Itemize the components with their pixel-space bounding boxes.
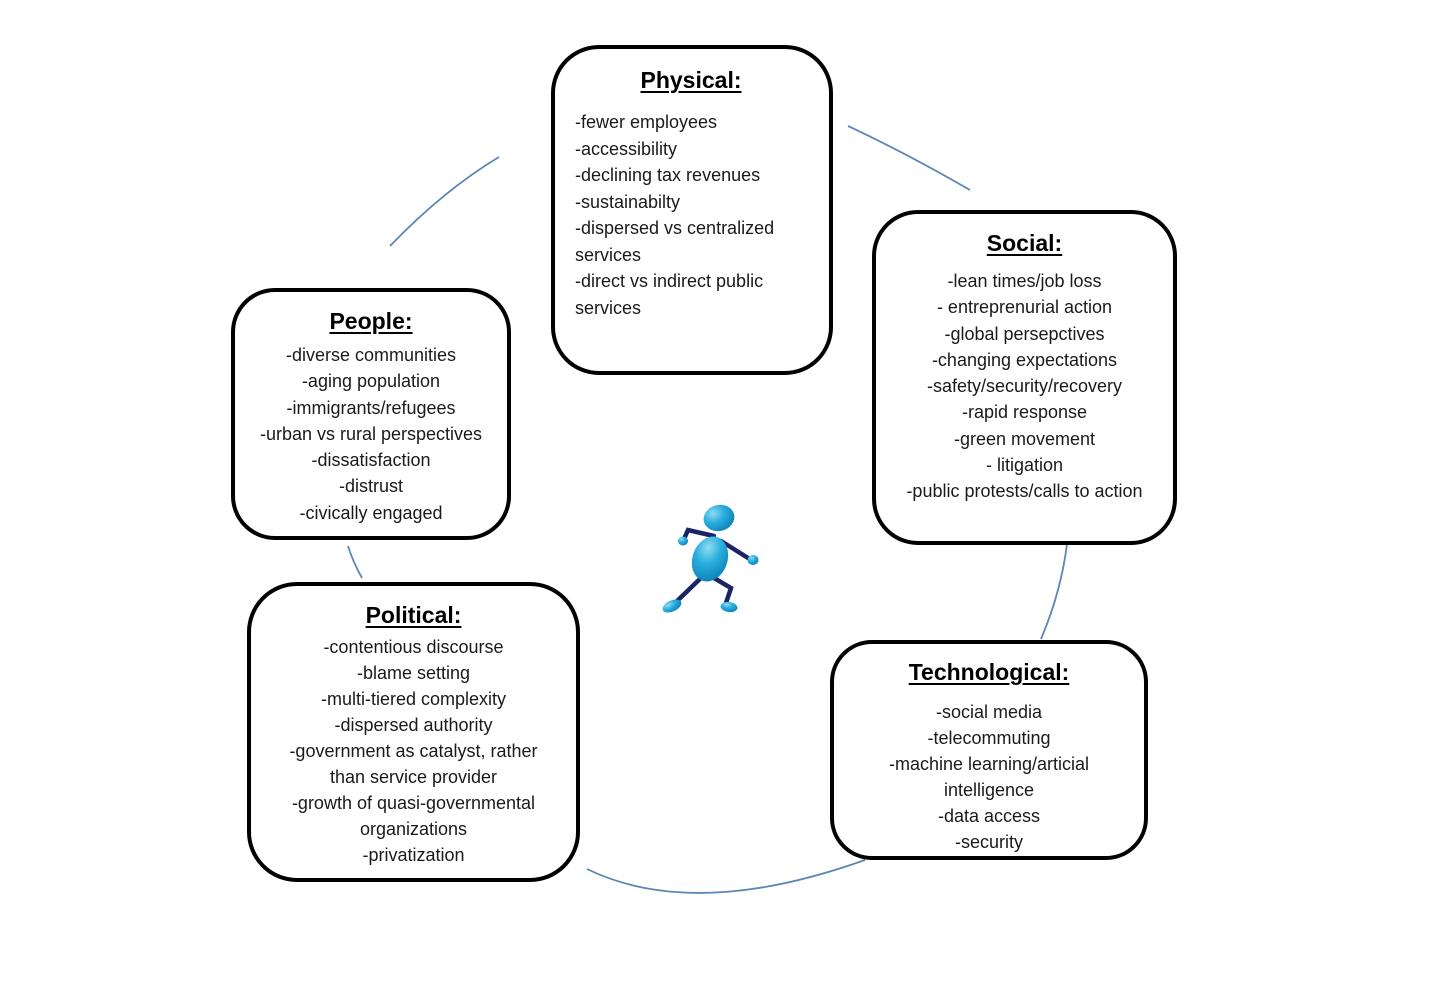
list-item: -fewer employees <box>575 112 718 132</box>
connector-arc-top-left <box>389 156 500 247</box>
list-item: -changing expectations <box>931 349 1118 370</box>
figure-left-arm <box>681 527 717 542</box>
list-item: -accessibility <box>575 138 678 159</box>
list-item: -dispersed authority <box>334 715 493 735</box>
list-item: -immigrants/refugees <box>286 397 456 418</box>
list-item: -security <box>954 832 1023 852</box>
list-item: -multi-tiered complexity <box>320 689 507 709</box>
list-item: -growth of quasi-governmental organizati… <box>291 793 536 839</box>
box-people-items: -diverse communities -aging population -… <box>245 342 497 526</box>
box-technological-title: Technological: <box>908 659 1070 685</box>
box-physical-title: Physical: <box>640 67 742 93</box>
figure-limbs <box>673 527 751 606</box>
box-technological-items: -social media -telecommuting -machine le… <box>854 699 1124 855</box>
circle-connectors <box>347 125 1068 894</box>
figure-right-arm <box>718 538 751 561</box>
box-social-items: -lean times/job loss - entreprenurial ac… <box>900 268 1149 505</box>
list-item: -machine learning/articial intelligence <box>888 754 1090 800</box>
box-physical: Physical: -fewer employees -accessibilit… <box>551 45 833 375</box>
box-technological: Technological: -social media -telecommut… <box>830 640 1148 860</box>
box-physical-items: -fewer employees -accessibility -declini… <box>575 109 807 321</box>
figure-right-hand <box>747 555 759 565</box>
figure-right-foot <box>720 601 738 613</box>
list-item: -green movement <box>953 428 1096 449</box>
box-political: Political: -contentious discourse -blame… <box>247 582 580 882</box>
list-item: -global persepctives <box>944 323 1105 344</box>
connector-arc-bottom <box>586 859 866 894</box>
list-item: -declining tax revenues <box>575 165 761 185</box>
box-people-title: People: <box>329 308 413 334</box>
box-social: Social: -lean times/job loss - entrepren… <box>872 210 1177 545</box>
connector-arc-left <box>347 545 363 579</box>
figure-left-hand <box>678 536 688 546</box>
list-item: -telecommuting <box>927 728 1051 748</box>
list-item: -aging population <box>301 371 441 392</box>
list-item: -safety/security/recovery <box>926 376 1123 397</box>
list-item: -distrust <box>338 476 403 497</box>
list-item: -diverse communities <box>285 345 457 365</box>
figure-left-leg <box>673 573 706 605</box>
list-item: -direct vs indirect public services <box>575 271 764 318</box>
list-item: - entreprenurial action <box>936 297 1113 318</box>
list-item: -sustainabilty <box>575 191 681 212</box>
list-item: -dispersed vs centralized services <box>575 218 775 265</box>
box-political-title: Political: <box>365 602 462 628</box>
figure-head <box>703 504 735 532</box>
box-social-title: Social: <box>986 230 1063 256</box>
running-figure <box>662 504 759 613</box>
list-item: -lean times/job loss <box>947 271 1102 291</box>
list-item: -urban vs rural perspectives <box>259 423 483 444</box>
list-item: -blame setting <box>356 663 471 683</box>
list-item: -civically engaged <box>299 502 443 523</box>
list-item: -rapid response <box>961 402 1088 423</box>
box-political-items: -contentious discourse -blame setting -m… <box>277 634 550 868</box>
list-item: -public protests/calls to action <box>906 481 1143 502</box>
list-item: - litigation <box>985 455 1064 476</box>
list-item: -government as catalyst, rather than ser… <box>289 741 538 787</box>
list-item: -data access <box>937 806 1041 826</box>
list-item: -privatization <box>362 845 465 865</box>
list-item: -dissatisfaction <box>311 450 431 471</box>
box-people: People: -diverse communities -aging popu… <box>231 288 511 540</box>
connector-arc-right <box>1040 543 1068 640</box>
connector-arc-top-right <box>847 125 971 191</box>
figure-left-foot <box>662 599 682 613</box>
figure-torso <box>691 536 729 582</box>
list-item: -social media <box>935 702 1043 722</box>
list-item: -contentious discourse <box>323 637 504 657</box>
figure-right-leg <box>711 575 734 606</box>
